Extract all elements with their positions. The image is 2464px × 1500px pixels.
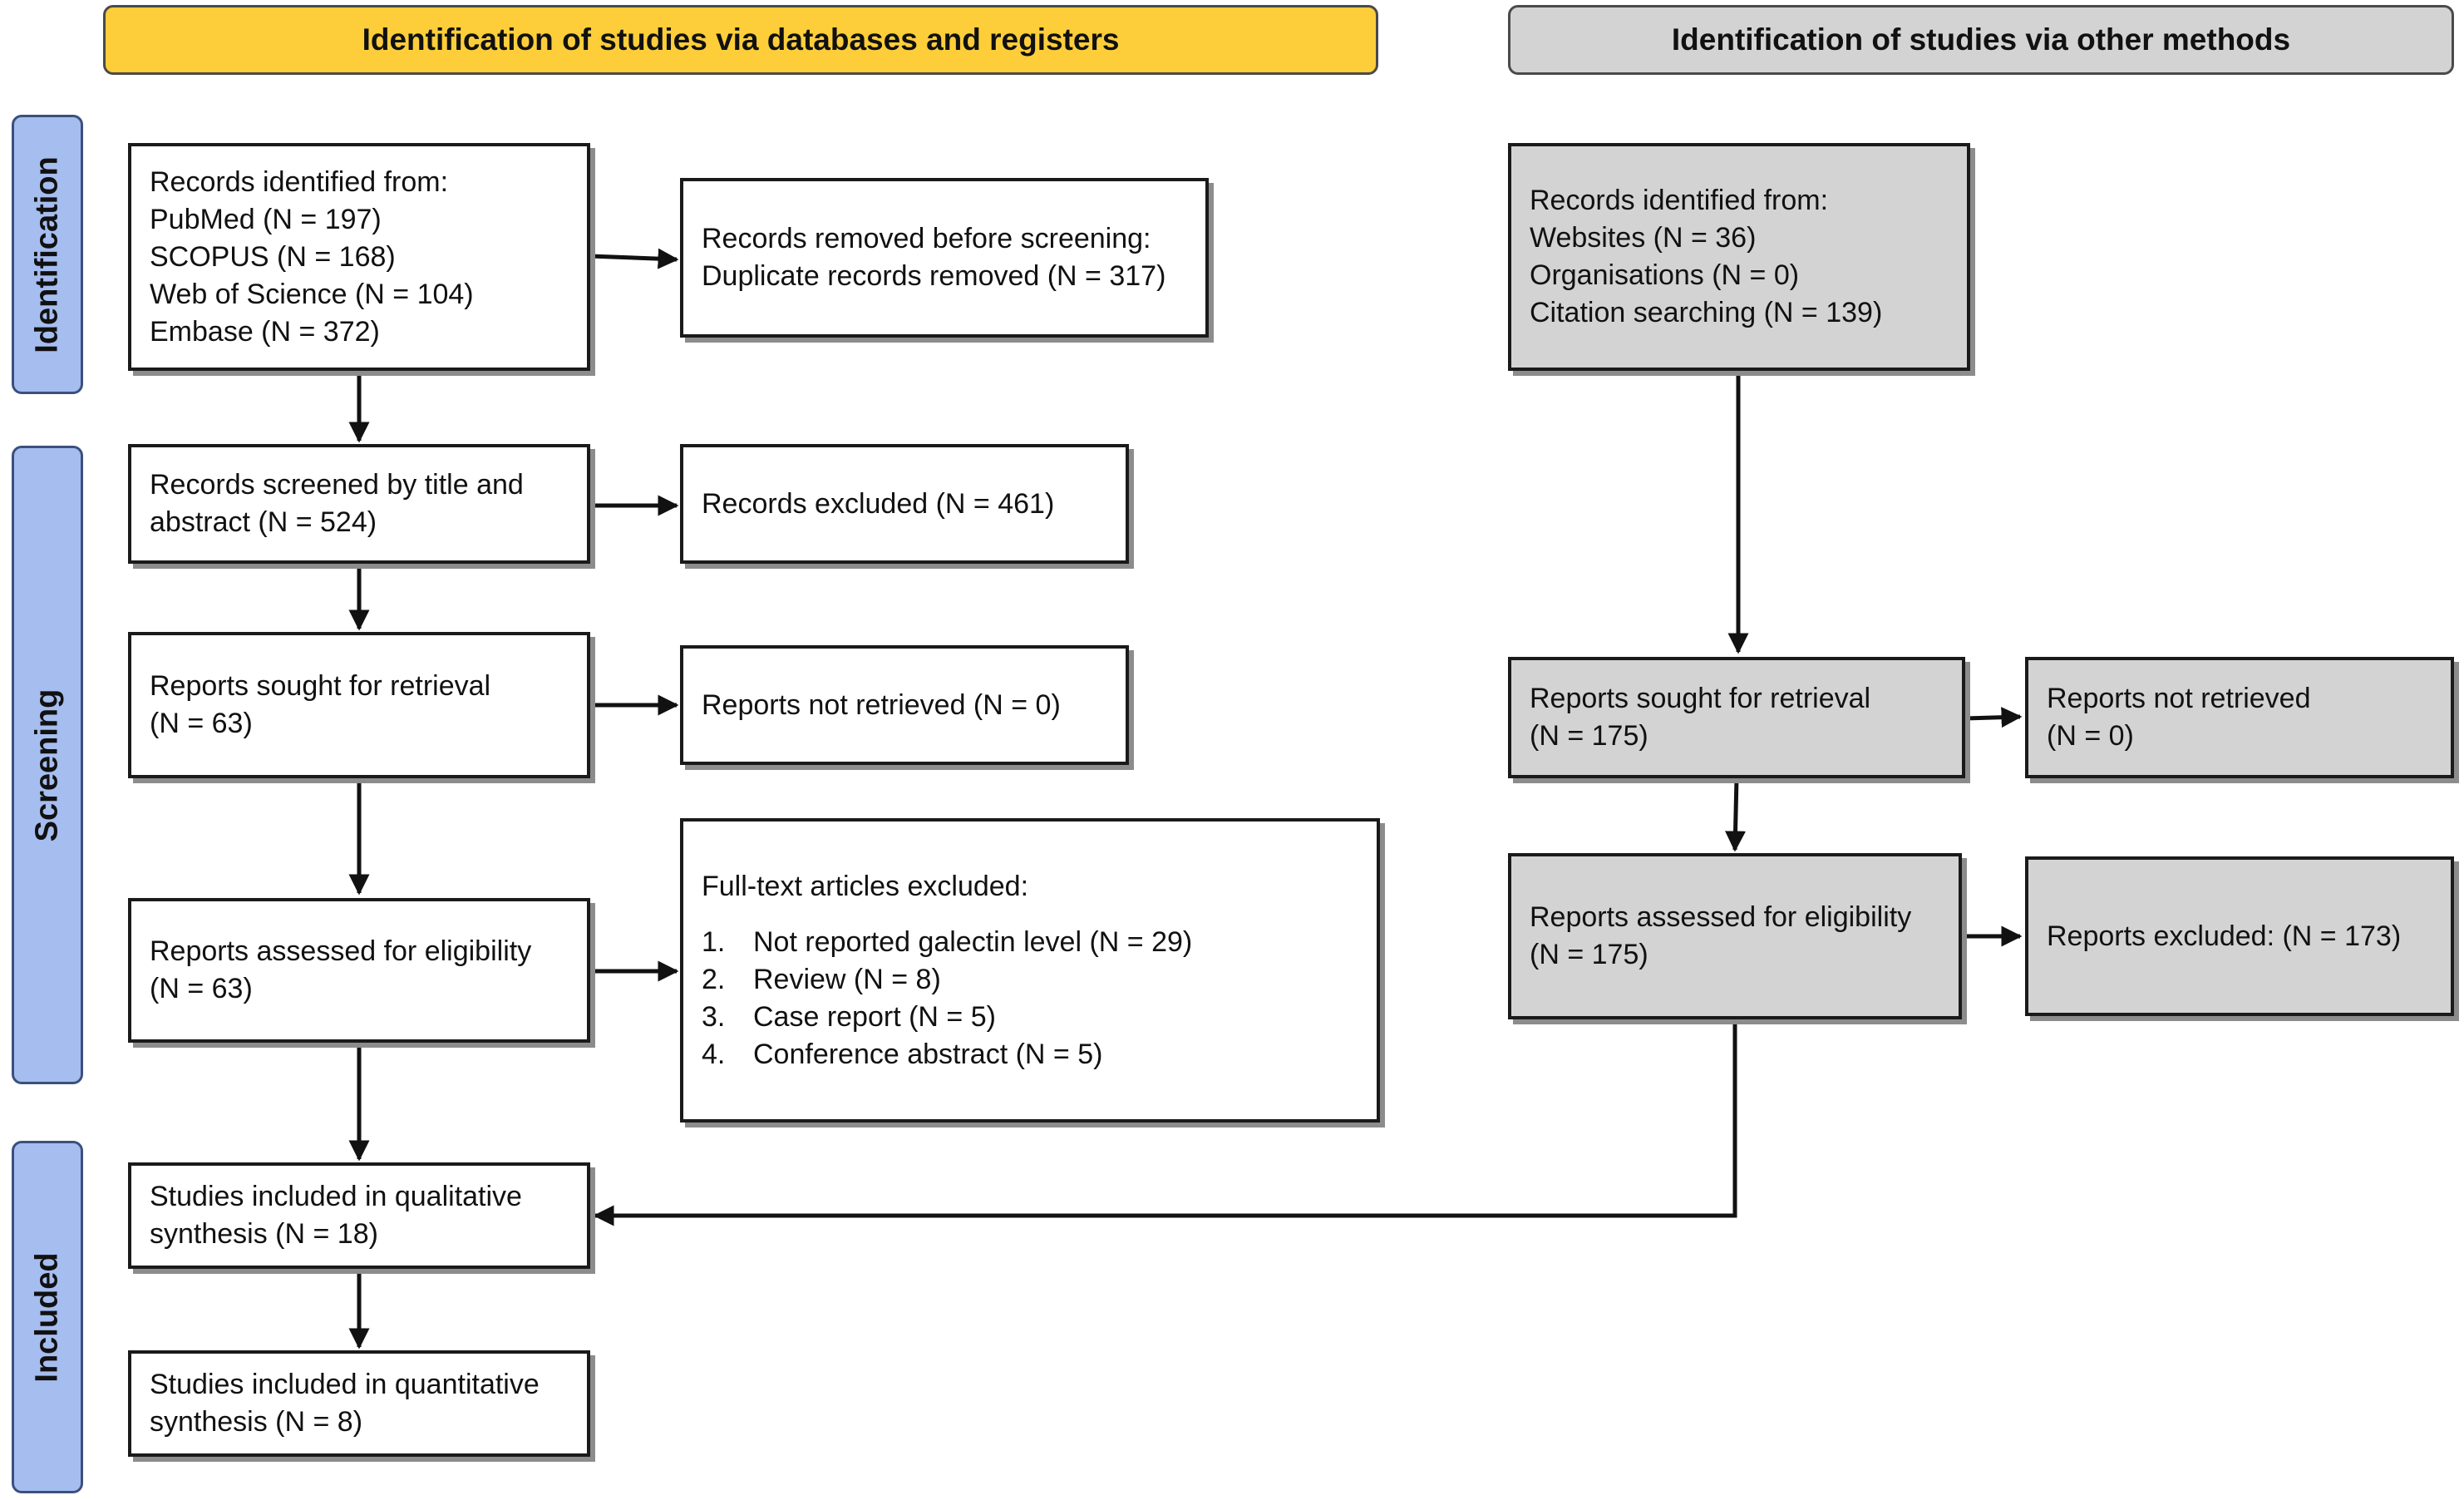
box-reports-assessed: Reports assessed for eligibility (N = 63… [128, 898, 590, 1043]
list-item-text: Not reported galectin level (N = 29) [753, 925, 1193, 958]
records-removed-duplicates: Duplicate records removed (N = 317) [702, 260, 1166, 292]
other-assessed-line1: Reports assessed for eligibility [1530, 901, 1912, 933]
box-other-reports-sought: Reports sought for retrieval (N = 175) [1508, 657, 1965, 778]
arrow-identified-to-removed [589, 248, 679, 269]
quantitative-line2: synthesis (N = 8) [150, 1406, 363, 1438]
arrow-other-sought-to-assessed [1725, 777, 1747, 852]
qualitative-line1: Studies included in qualitative [150, 1181, 522, 1212]
reports-assessed-line1: Reports assessed for eligibility [150, 935, 532, 967]
other-identified-websites: Websites (N = 36) [1530, 222, 1757, 254]
records-identified-embase: Embase (N = 372) [150, 315, 380, 348]
box-records-excluded: Records excluded (N = 461) [680, 444, 1129, 564]
list-item-number: 1. [702, 925, 726, 958]
records-identified-scopus: SCOPUS (N = 168) [150, 240, 396, 273]
reports-assessed-line2: (N = 63) [150, 973, 253, 1004]
reports-sought-line2: (N = 63) [150, 708, 253, 739]
other-assessed-line2: (N = 175) [1530, 939, 1648, 970]
other-identified-title: Records identified from: [1530, 185, 1829, 216]
other-excluded-line: Reports excluded: (N = 173) [2047, 920, 2402, 952]
box-other-reports-excluded: Reports excluded: (N = 173) [2025, 856, 2454, 1016]
records-identified-wos: Web of Science (N = 104) [150, 278, 474, 310]
qualitative-line2: synthesis (N = 18) [150, 1218, 378, 1250]
phase-identification: Identification [12, 115, 83, 394]
quantitative-line1: Studies included in quantitative [150, 1369, 540, 1400]
other-not-retrieved-line1: Reports not retrieved [2047, 683, 2311, 714]
box-records-removed: Records removed before screening: Duplic… [680, 178, 1209, 338]
phase-included: Included [12, 1141, 83, 1493]
other-identified-organisations: Organisations (N = 0) [1530, 259, 1800, 291]
box-qualitative-synthesis: Studies included in qualitative synthesi… [128, 1162, 590, 1269]
box-other-records-identified: Records identified from: Websites (N = 3… [1508, 143, 1970, 371]
list-item-text: Conference abstract (N = 5) [753, 1038, 1103, 1070]
list-item-text: Review (N = 8) [753, 963, 941, 995]
header-databases-label: Identification of studies via databases … [362, 22, 1120, 57]
fulltext-excluded-list: 1. Not reported galectin level (N = 29) … [702, 924, 1358, 1073]
records-removed-title: Records removed before screening: [702, 223, 1151, 254]
list-item-number: 2. [702, 963, 726, 995]
box-records-screened: Records screened by title and abstract (… [128, 444, 590, 564]
header-databases: Identification of studies via databases … [103, 5, 1378, 75]
header-other-methods: Identification of studies via other meth… [1508, 5, 2454, 75]
list-item: 2. Review (N = 8) [702, 961, 1358, 999]
records-excluded-line: Records excluded (N = 461) [702, 487, 1055, 520]
list-item: 3. Case report (N = 5) [702, 999, 1358, 1036]
records-identified-pubmed: PubMed (N = 197) [150, 203, 382, 235]
box-other-not-retrieved: Reports not retrieved (N = 0) [2025, 657, 2454, 778]
box-reports-not-retrieved: Reports not retrieved (N = 0) [680, 645, 1129, 765]
reports-not-retrieved-line: Reports not retrieved (N = 0) [702, 688, 1061, 721]
list-item: 4. Conference abstract (N = 5) [702, 1036, 1358, 1073]
reports-sought-line1: Reports sought for retrieval [150, 670, 491, 702]
box-quantitative-synthesis: Studies included in quantitative synthes… [128, 1350, 590, 1457]
fulltext-excluded-title: Full-text articles excluded: [702, 870, 1029, 902]
list-item-number: 3. [702, 1000, 726, 1033]
other-sought-line1: Reports sought for retrieval [1530, 683, 1871, 714]
records-identified-title: Records identified from: [150, 165, 449, 198]
other-sought-line2: (N = 175) [1530, 720, 1648, 752]
list-item: 1. Not reported galectin level (N = 29) [702, 924, 1358, 961]
box-fulltext-excluded: Full-text articles excluded: 1. Not repo… [680, 818, 1380, 1123]
phase-screening: Screening [12, 446, 83, 1084]
records-screened-line1: Records screened by title and [150, 469, 524, 501]
arrow-other-assessed-to-qualitative [593, 1019, 1737, 1226]
records-screened-line2: abstract (N = 524) [150, 506, 377, 538]
other-identified-citations: Citation searching (N = 139) [1530, 297, 1883, 328]
other-not-retrieved-line2: (N = 0) [2047, 720, 2134, 752]
box-other-reports-assessed: Reports assessed for eligibility (N = 17… [1508, 853, 1962, 1019]
header-other-label: Identification of studies via other meth… [1671, 22, 2291, 57]
list-item-number: 4. [702, 1038, 726, 1070]
arrow-other-sought-to-not-retrieved [1964, 707, 2023, 728]
box-records-identified: Records identified from: PubMed (N = 197… [128, 143, 590, 371]
box-reports-sought: Reports sought for retrieval (N = 63) [128, 632, 590, 778]
list-item-text: Case report (N = 5) [753, 1000, 996, 1033]
